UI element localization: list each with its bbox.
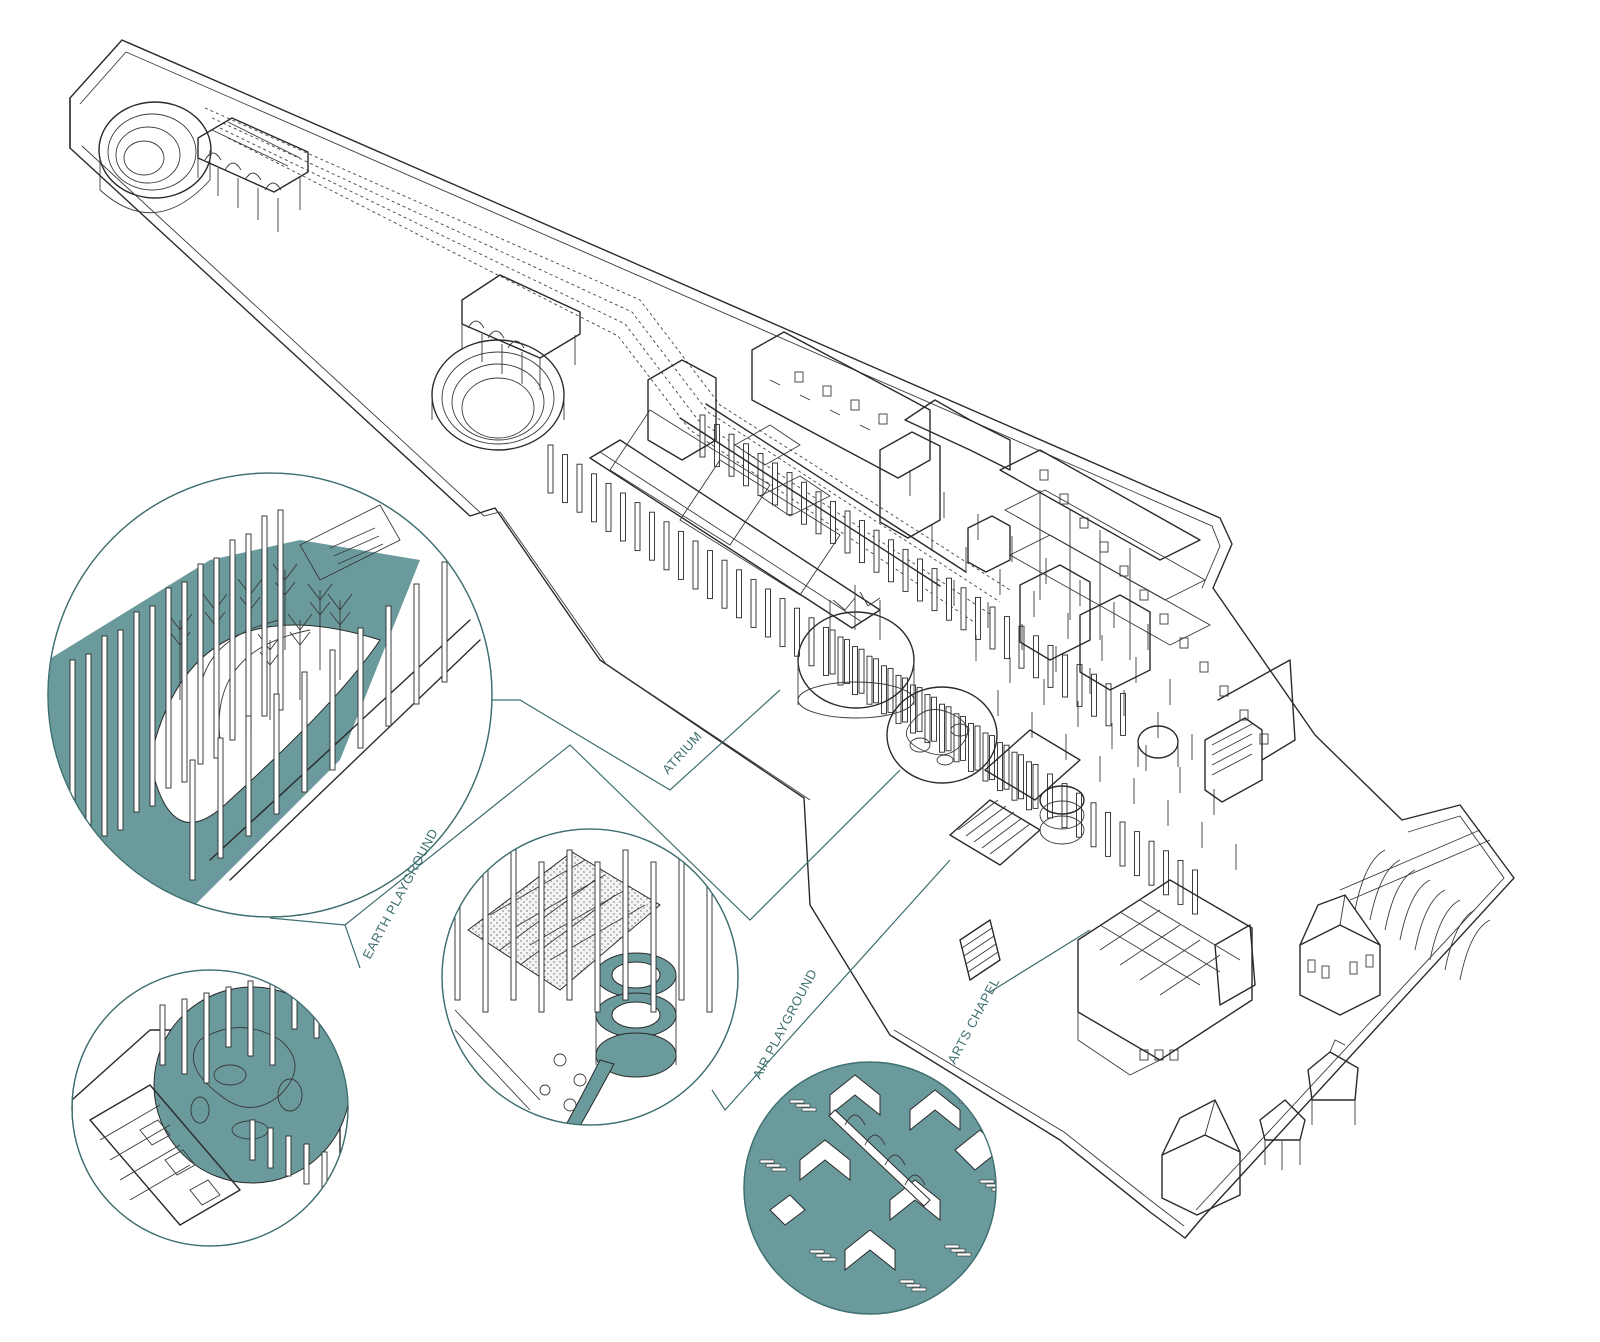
- north-amphitheatre: [98, 101, 212, 214]
- central-amphitheatre: [431, 274, 581, 451]
- callout-air-playground: [441, 828, 739, 1126]
- central-halls: [589, 331, 1011, 629]
- air-playground-zone: [949, 729, 1085, 866]
- arts-chapel-building: [1077, 879, 1256, 1076]
- staircase: [959, 919, 1001, 981]
- house-small: [1161, 1099, 1241, 1216]
- site-boundary: [69, 39, 1515, 1239]
- column-grid: [547, 414, 1237, 915]
- gazebo: [1259, 1099, 1306, 1170]
- label-air-playground: AIR PLAYGROUND: [749, 966, 820, 1081]
- gate-pavilion: [1307, 1039, 1359, 1125]
- east-wing: [967, 449, 1296, 803]
- north-arcade: [197, 117, 309, 232]
- east-wall-windows: [794, 371, 1269, 745]
- label-arts-chapel: ARTS CHAPEL: [944, 975, 1002, 1066]
- label-atrium: ATRIUM: [659, 728, 705, 777]
- house-large: [1299, 894, 1381, 1016]
- leader-lines: [269, 689, 1091, 1111]
- callout-sphere: [71, 969, 349, 1247]
- earth-sphere: [886, 686, 998, 784]
- atrium-zone: [797, 585, 915, 719]
- callout-earth-playground: [47, 472, 493, 918]
- east-vault-arches: [1339, 829, 1491, 981]
- callout-arts-chapel: [743, 1061, 997, 1315]
